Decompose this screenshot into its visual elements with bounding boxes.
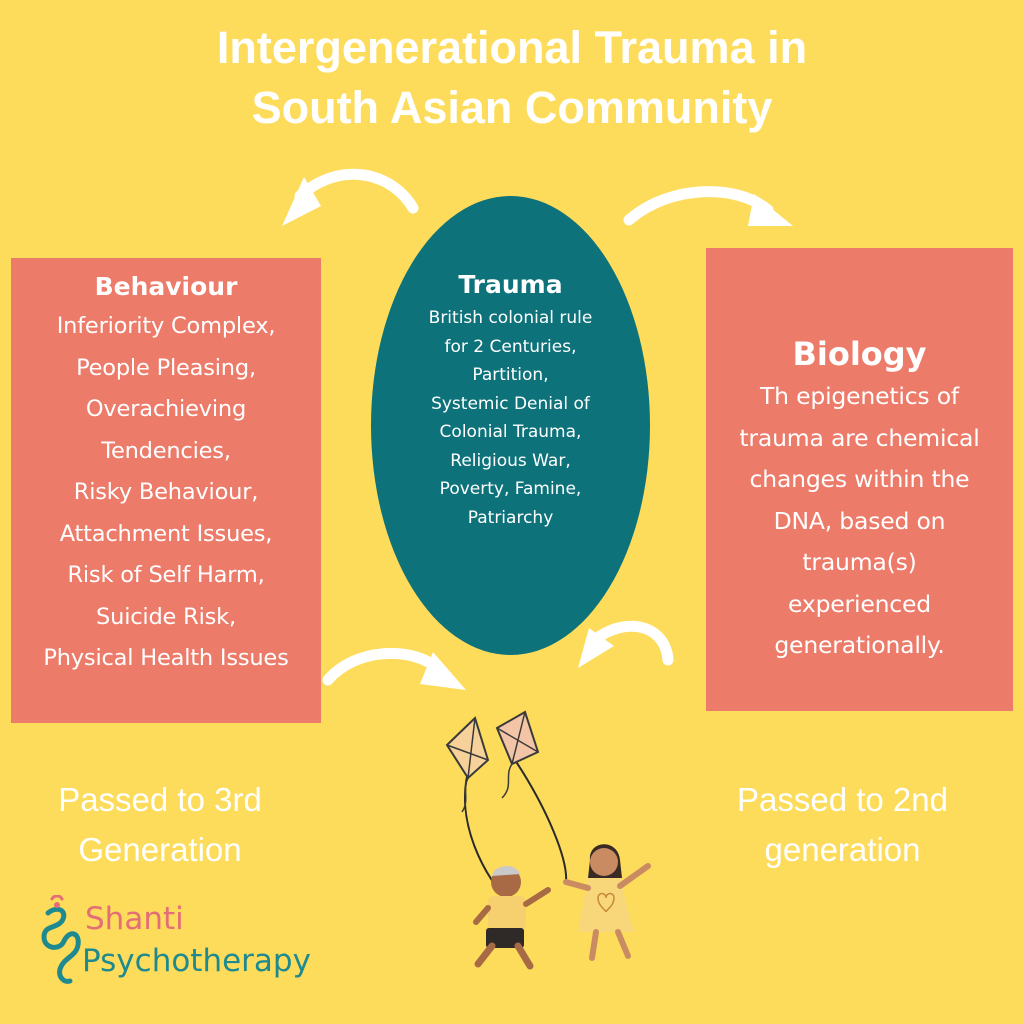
- boy-figure: [473, 865, 551, 970]
- trauma-line: Systemic Denial of: [431, 393, 590, 414]
- passed-right-line-2: generation: [764, 831, 921, 868]
- trauma-line: Patriarchy: [467, 507, 554, 528]
- biology-line: changes within the: [749, 465, 970, 493]
- behaviour-line: Attachment Issues,: [59, 520, 273, 547]
- kite-icon: [445, 716, 490, 813]
- trauma-line: British colonial rule: [428, 308, 593, 328]
- curved-arrow-icon: [322, 648, 466, 690]
- title-line-2: South Asian Community: [251, 82, 773, 133]
- biology-heading: Biology: [792, 335, 927, 373]
- trauma-line: Religious War,: [450, 450, 571, 471]
- behaviour-line: Risk of Self Harm,: [67, 562, 265, 588]
- logo-text-psychotherapy: Psychotherapy: [82, 943, 311, 979]
- biology-line: trauma are chemical: [739, 423, 980, 452]
- trauma-line: for 2 Centuries,: [444, 336, 577, 357]
- page-title: Intergenerational Trauma in South Asian …: [0, 18, 1024, 138]
- trauma-line: Partition,: [472, 365, 549, 385]
- om-logo-icon: [41, 895, 81, 984]
- biology-line: generationally.: [774, 631, 945, 659]
- curved-arrow-icon: [578, 620, 674, 668]
- behaviour-line: Tendencies,: [101, 437, 231, 464]
- biology-box: Biology Th epigenetics of trauma are che…: [706, 248, 1013, 711]
- behaviour-line: People Pleasing,: [76, 354, 256, 381]
- trauma-line: Poverty, Famine,: [439, 479, 582, 499]
- passed-to-second-label: Passed to 2nd generation: [690, 775, 995, 875]
- biology-line: trauma(s): [802, 548, 917, 576]
- trauma-oval: Trauma British colonial rule for 2 Centu…: [371, 196, 650, 655]
- shanti-psychotherapy-logo: Shanti Psychotherapy: [34, 895, 334, 990]
- behaviour-box: Behaviour Inferiority Complex, People Pl…: [11, 258, 321, 723]
- behaviour-line: Suicide Risk,: [96, 603, 236, 630]
- title-line-1: Intergenerational Trauma in: [216, 22, 808, 73]
- kite-icon: [495, 710, 540, 799]
- behaviour-line: Overachieving: [85, 396, 247, 422]
- behaviour-heading: Behaviour: [94, 272, 238, 301]
- behaviour-line: Risky Behaviour,: [73, 479, 259, 505]
- trauma-line: Colonial Trauma,: [439, 422, 582, 442]
- curved-arrow-icon: [282, 168, 419, 226]
- passed-to-third-label: Passed to 3rd Generation: [10, 775, 310, 875]
- curved-arrow-icon: [623, 186, 793, 226]
- trauma-heading: Trauma: [458, 270, 563, 299]
- girl-figure: [563, 844, 651, 961]
- biology-line: experienced: [788, 589, 931, 618]
- biology-line: DNA, based on: [773, 506, 946, 535]
- passed-right-line-1: Passed to 2nd: [737, 781, 948, 818]
- behaviour-line: Inferiority Complex,: [56, 313, 276, 339]
- passed-left-line-2: Generation: [78, 831, 242, 868]
- logo-text-shanti: Shanti: [85, 901, 184, 937]
- behaviour-line: Physical Health Issues: [43, 645, 289, 671]
- passed-left-line-1: Passed to 3rd: [58, 781, 262, 818]
- biology-line: Th epigenetics of: [760, 382, 959, 410]
